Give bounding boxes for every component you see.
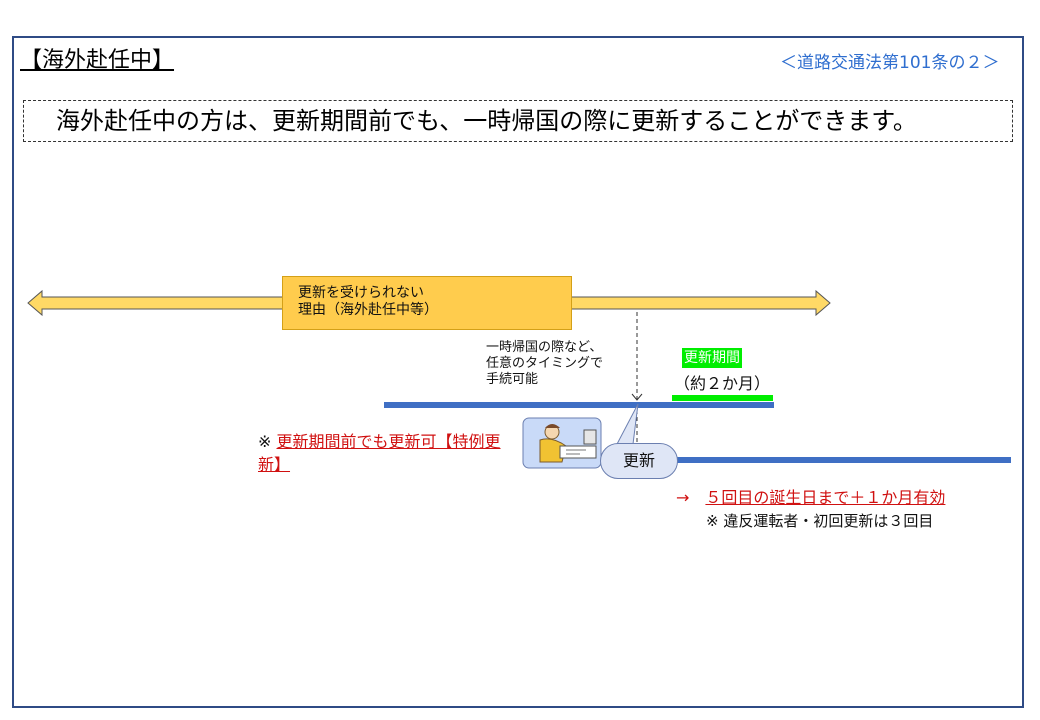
validity-arrow: →	[676, 488, 690, 507]
timing-arrow-head	[631, 393, 643, 401]
violator-note: ※ 違反運転者・初回更新は３回目	[706, 512, 934, 530]
person-writing-icon	[522, 417, 602, 469]
timing-note-line-1: 一時帰国の際など、	[486, 340, 603, 355]
timing-note-line-2: 任意のタイミングで	[486, 356, 604, 371]
headline-text: 海外赴任中の方は、更新期間前でも、一時帰国の際に更新することができます。	[56, 107, 917, 135]
renewal-bubble: 更新	[600, 443, 678, 479]
renewal-period-duration: （約２か月）	[674, 374, 771, 393]
page-frame	[12, 36, 1024, 708]
special-renewal-text: 更新期間前でも更新可【特例更新】	[258, 432, 501, 474]
note-mark: ※	[258, 432, 272, 451]
renewal-period-label: 更新期間	[682, 348, 742, 368]
validity-text: ５回目の誕生日まで＋１か月有効	[705, 488, 946, 507]
reason-line-2: 理由（海外赴任中等）	[298, 302, 438, 318]
law-reference: ＜道路交通法第101条の２＞	[780, 53, 1000, 73]
headline-box: 海外赴任中の方は、更新期間前でも、一時帰国の際に更新することができます。	[23, 100, 1013, 142]
timing-note: 一時帰国の際など、 任意のタイミングで 手続可能	[486, 340, 603, 388]
reason-text: 更新を受けられない 理由（海外赴任中等）	[298, 285, 438, 319]
reason-box	[282, 276, 572, 330]
validity-note: → ５回目の誕生日まで＋１か月有効	[676, 484, 945, 508]
timing-note-line-3: 手続可能	[486, 372, 539, 387]
special-renewal-note: ※ 更新期間前でも更新可【特例更新】	[258, 430, 518, 476]
current-license-bar	[384, 402, 774, 408]
section-title: 【海外赴任中】	[20, 48, 175, 73]
new-license-bar	[676, 457, 1011, 463]
reason-line-1: 更新を受けられない	[298, 285, 424, 301]
renewal-period-bar	[672, 395, 773, 401]
